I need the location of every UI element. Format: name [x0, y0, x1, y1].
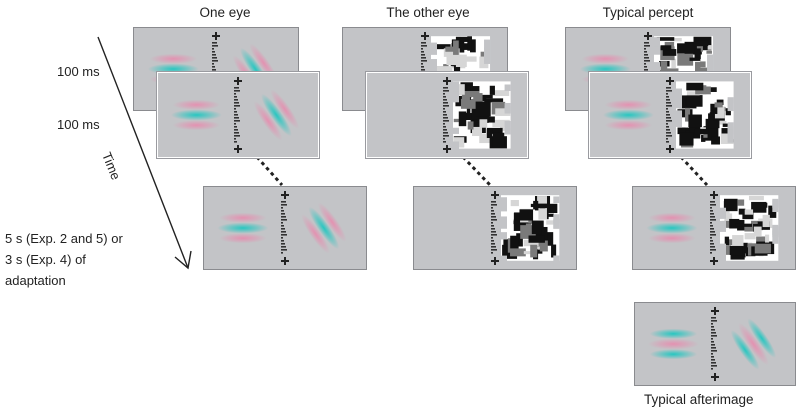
panel-one-eye-frame2 [156, 71, 320, 159]
panel-percept-frame2 [588, 71, 752, 159]
panel-one-eye-adapt [203, 186, 367, 270]
dotted-connector-percept [679, 155, 709, 187]
stimulus-graphic [647, 307, 777, 381]
stimulus-graphic [602, 77, 734, 153]
time-axis-label: Time [99, 150, 124, 182]
adaptation-note: 5 s (Exp. 2 and 5) or 3 s (Exp. 4) of ad… [5, 228, 123, 291]
stimulus-graphic [443, 77, 511, 154]
dotted-connector-other-eye [461, 155, 492, 187]
timing-label-second: 100 ms [57, 117, 100, 132]
dotted-connector-one-eye [255, 156, 284, 186]
stimulus-graphic [646, 191, 779, 269]
column-title-typical-percept: Typical percept [602, 5, 694, 20]
afterimage-caption: Typical afterimage [644, 392, 754, 407]
panel-other-eye-adapt [413, 186, 577, 270]
timing-label-first: 100 ms [57, 64, 100, 79]
time-arrow-head [174, 250, 192, 270]
stimulus-graphic [217, 191, 347, 265]
adaptation-note-line-3: adaptation [5, 273, 66, 288]
panel-other-eye-frame2 [365, 71, 529, 159]
column-title-one-eye: One eye [199, 5, 251, 20]
adaptation-note-line-1: 5 s (Exp. 2 and 5) or [5, 231, 123, 246]
panel-percept-adapt [632, 186, 796, 270]
adaptation-note-line-2: 3 s (Exp. 4) of [5, 252, 86, 267]
stimulus-graphic [491, 191, 560, 269]
column-title-other-eye: The other eye [386, 5, 470, 20]
panel-afterimage [634, 302, 796, 386]
stimulus-graphic [170, 77, 300, 153]
